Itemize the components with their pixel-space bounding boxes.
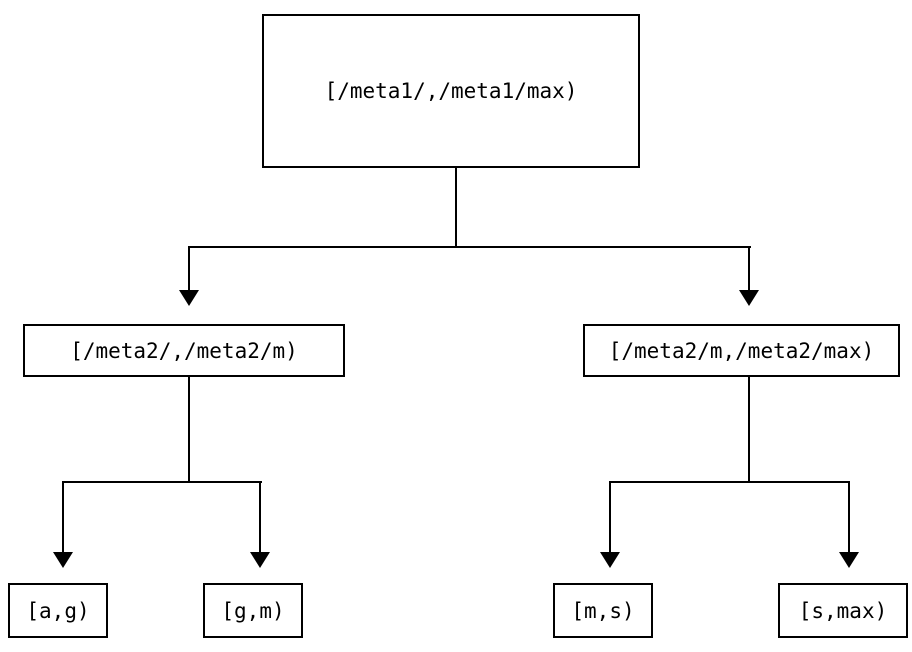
node-leaf-gm-label: [g,m) <box>221 598 285 623</box>
node-level2-right-label: [/meta2/m,/meta2/max) <box>608 338 875 363</box>
node-leaf-ms: [m,s) <box>553 583 653 638</box>
connector-left-to-leaf-gm-drop <box>259 481 261 553</box>
connector-right-to-leaf-smax-drop <box>848 481 850 553</box>
arrow-down-icon <box>250 552 270 568</box>
connector-left-to-leaf-ag-drop <box>62 481 64 553</box>
connector-left-horizontal <box>62 481 262 483</box>
connector-right-horizontal <box>609 481 850 483</box>
node-level2-left-label: [/meta2/,/meta2/m) <box>70 338 298 363</box>
node-leaf-gm: [g,m) <box>203 583 303 638</box>
connector-right-stem <box>748 377 750 483</box>
connector-root-to-left-drop <box>188 246 190 290</box>
arrow-down-icon <box>839 552 859 568</box>
node-leaf-ag-label: [a,g) <box>26 598 90 623</box>
node-root-label: [/meta1/,/meta1/max) <box>324 79 578 103</box>
node-leaf-smax: [s,max) <box>778 583 908 638</box>
connector-level1-horizontal <box>188 246 751 248</box>
arrow-down-icon <box>739 290 759 306</box>
node-level2-right: [/meta2/m,/meta2/max) <box>583 324 900 377</box>
arrow-down-icon <box>53 552 73 568</box>
node-leaf-ag: [a,g) <box>8 583 108 638</box>
node-root: [/meta1/,/meta1/max) <box>262 14 640 168</box>
connector-root-to-right-drop <box>748 246 750 290</box>
connector-left-stem <box>188 377 190 483</box>
node-leaf-ms-label: [m,s) <box>571 598 635 623</box>
connector-root-stem <box>455 168 457 248</box>
arrow-down-icon <box>600 552 620 568</box>
node-level2-left: [/meta2/,/meta2/m) <box>23 324 345 377</box>
arrow-down-icon <box>179 290 199 306</box>
connector-right-to-leaf-ms-drop <box>609 481 611 553</box>
node-leaf-smax-label: [s,max) <box>798 598 888 623</box>
